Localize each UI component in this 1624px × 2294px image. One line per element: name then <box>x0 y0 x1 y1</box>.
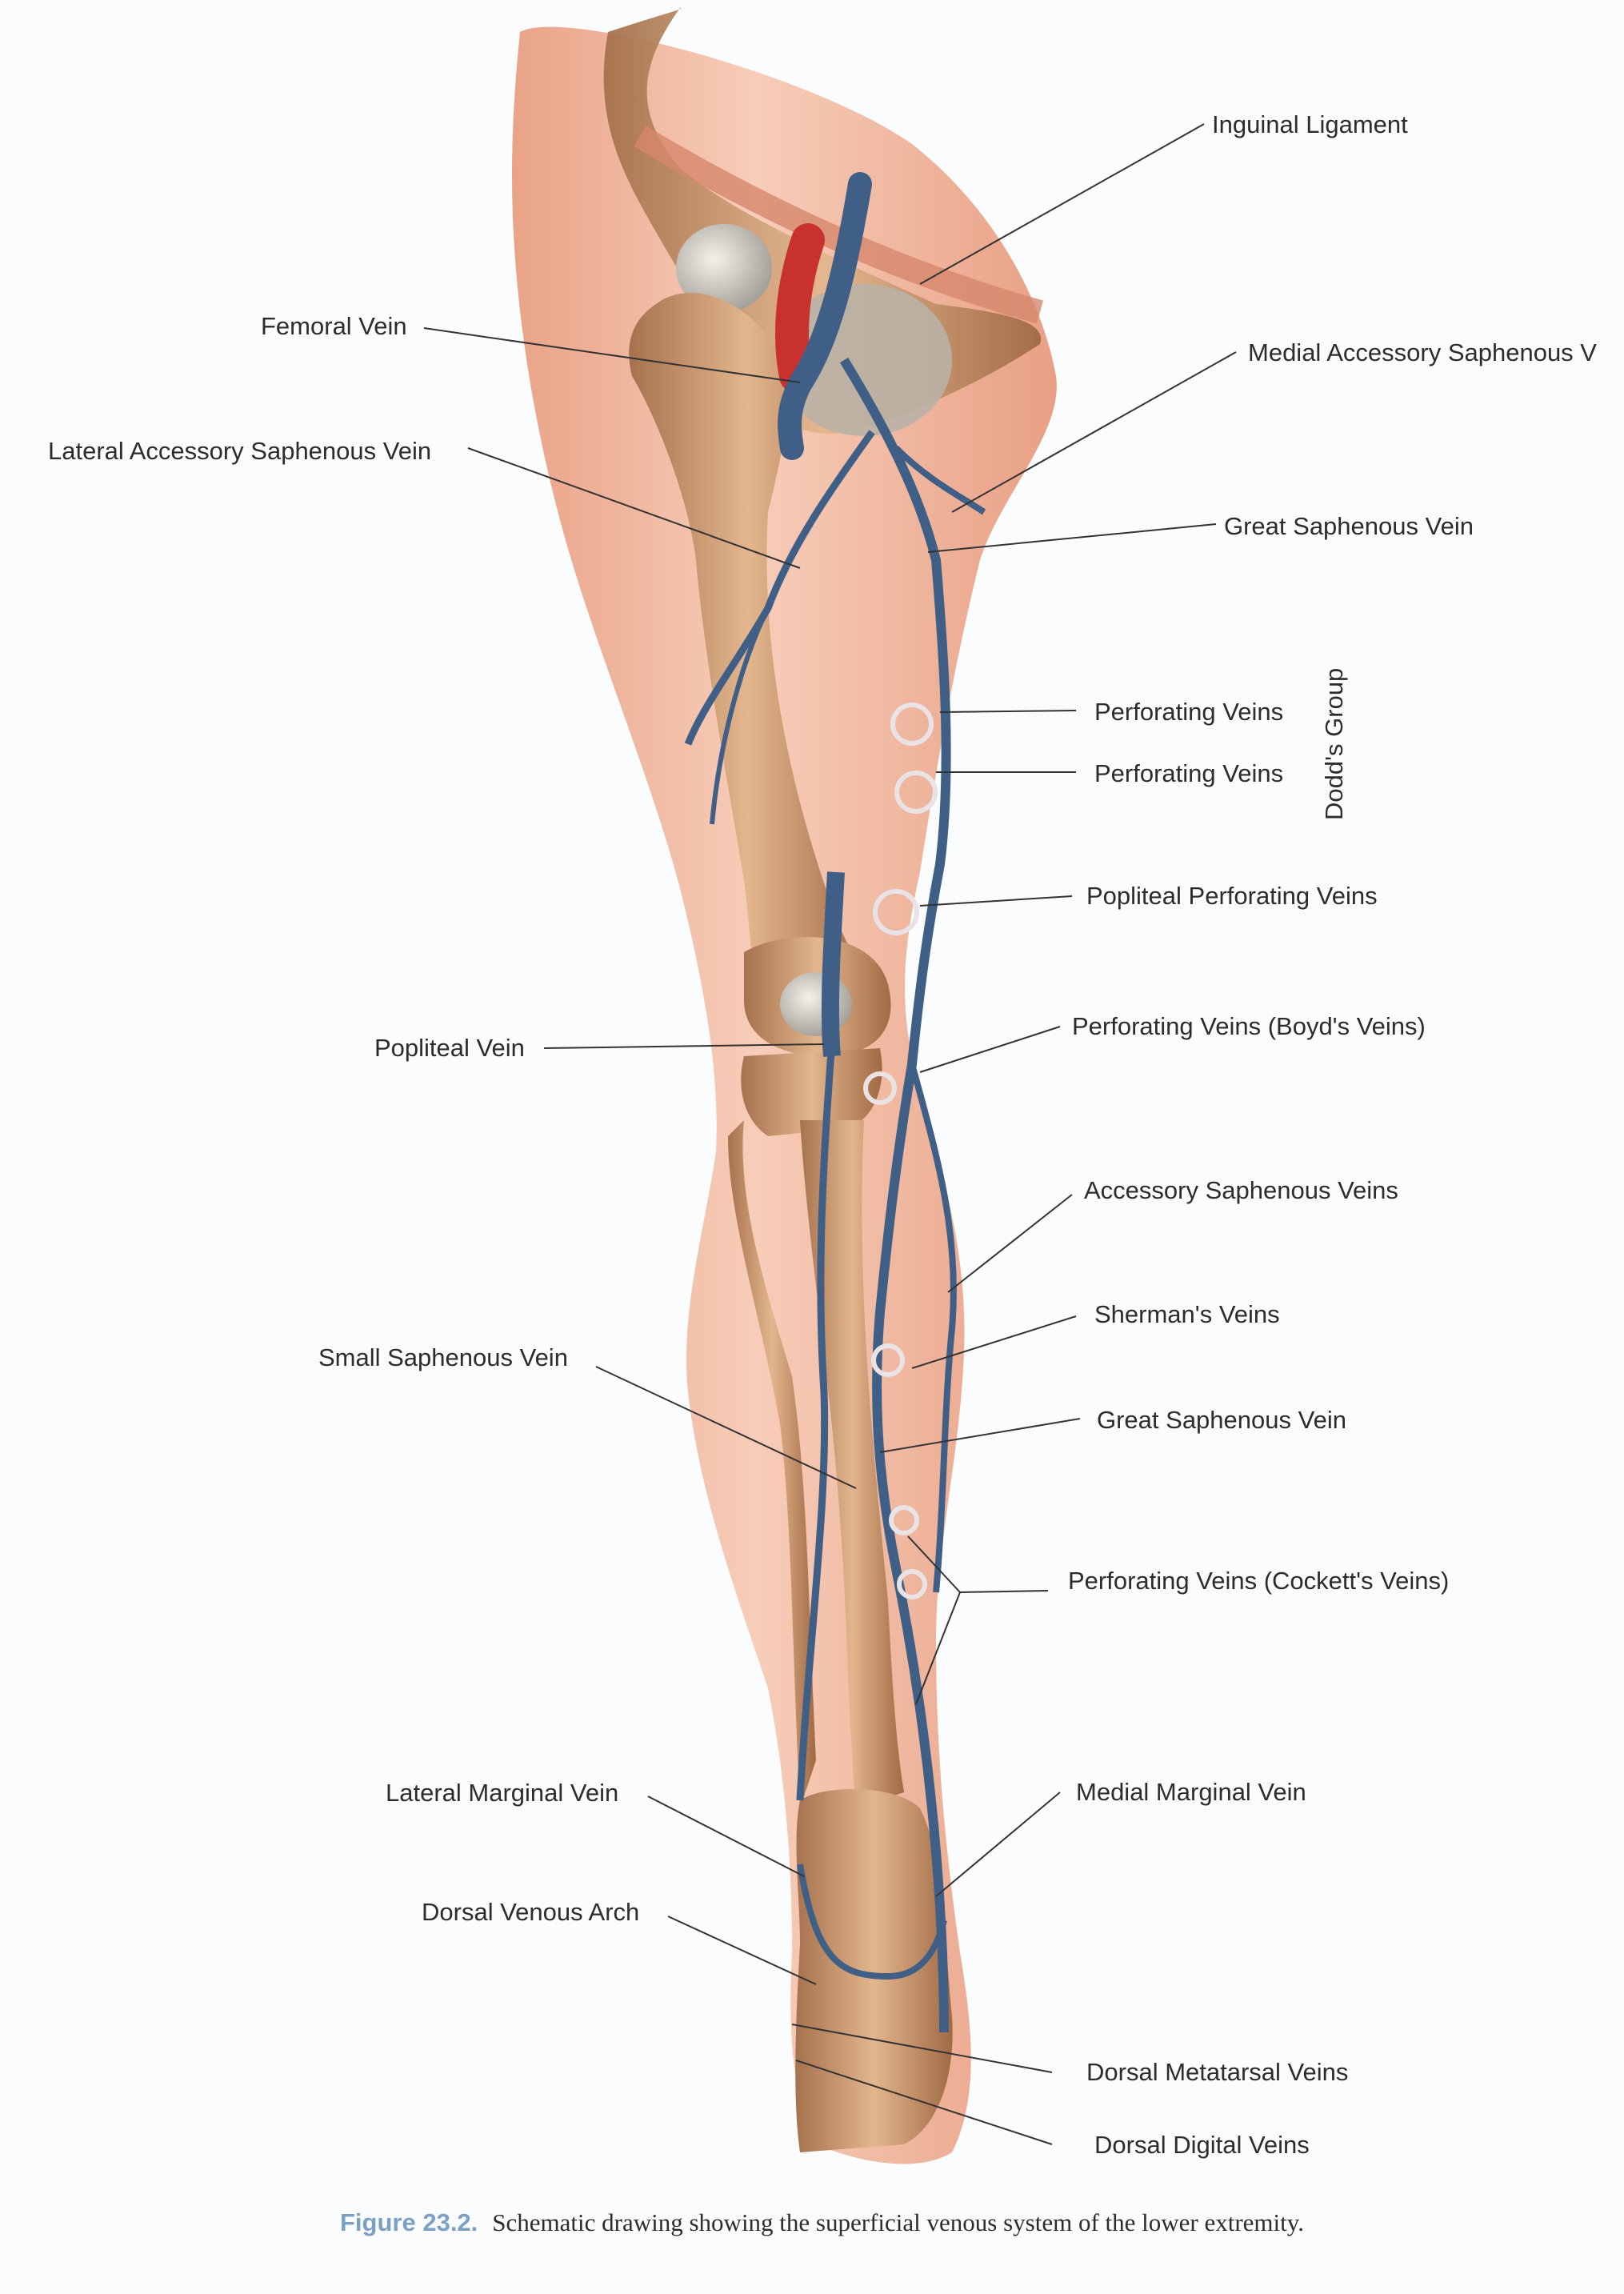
label-small-saphenous: Small Saphenous Vein <box>318 1343 568 1371</box>
label-medial-accessory-saphenous: Medial Accessory Saphenous V <box>1248 338 1597 366</box>
small-saphenous-vein <box>796 1039 836 1801</box>
dorsal-venous-arch-vessel <box>797 1864 947 1980</box>
label-inguinal-ligament: Inguinal Ligament <box>1212 110 1408 138</box>
label-lateral-marginal: Lateral Marginal Vein <box>386 1779 619 1807</box>
femoral-vein-vessel <box>778 172 872 460</box>
label-femoral-vein: Femoral Vein <box>261 312 407 340</box>
label-lateral-accessory-saphenous: Lateral Accessory Saphenous Vein <box>48 437 432 465</box>
fibula-bone <box>728 1120 816 1808</box>
label-cocketts-veins: Perforating Veins (Cockett's Veins) <box>1068 1567 1450 1595</box>
perforator-rings <box>863 703 938 1599</box>
tibia-bone <box>800 1120 904 1808</box>
label-dorsal-metatarsal: Dorsal Metatarsal Veins <box>1086 2058 1349 2086</box>
femoral-artery <box>775 223 825 393</box>
femur-bone <box>629 292 867 1040</box>
label-perforating-2: Perforating Veins <box>1094 759 1284 787</box>
label-dorsal-digital: Dorsal Digital Veins <box>1094 2131 1310 2159</box>
popliteal-vein-vessel <box>821 871 845 1057</box>
label-boyds-veins: Perforating Veins (Boyd's Veins) <box>1072 1012 1426 1040</box>
leader-lines <box>423 123 1237 2145</box>
label-popliteal-vein: Popliteal Vein <box>374 1034 525 1062</box>
label-shermans-veins: Sherman's Veins <box>1094 1300 1280 1328</box>
label-dorsal-venous-arch: Dorsal Venous Arch <box>422 1898 640 1926</box>
caption-figure-number: Figure 23.2. <box>340 2208 478 2236</box>
femoral-head <box>676 224 772 312</box>
label-perforating-1: Perforating Veins <box>1094 698 1284 726</box>
caption-text: Schematic drawing showing the superficia… <box>492 2208 1305 2236</box>
label-accessory-saphenous: Accessory Saphenous Veins <box>1084 1176 1398 1204</box>
tibia-head <box>741 1048 882 1136</box>
medial-accessory-vein <box>894 446 986 515</box>
label-great-saphenous-upper: Great Saphenous Vein <box>1224 512 1474 540</box>
foot-bones <box>795 1789 953 2152</box>
patella <box>780 972 852 1036</box>
label-dodds-group: Dodd's Group <box>1320 667 1348 820</box>
figure-caption: Figure 23.2. Schematic drawing showing th… <box>340 2208 1304 2237</box>
great-saphenous-vein <box>839 357 951 2033</box>
label-medial-marginal: Medial Marginal Vein <box>1076 1778 1306 1806</box>
accessory-saphenous-vein <box>909 1063 957 1593</box>
label-great-saphenous-lower: Great Saphenous Vein <box>1097 1406 1346 1434</box>
label-popliteal-perforating: Popliteal Perforating Veins <box>1086 882 1378 910</box>
inguinal-ligament-band <box>634 126 1044 324</box>
lateral-accessory-vein <box>684 430 875 746</box>
